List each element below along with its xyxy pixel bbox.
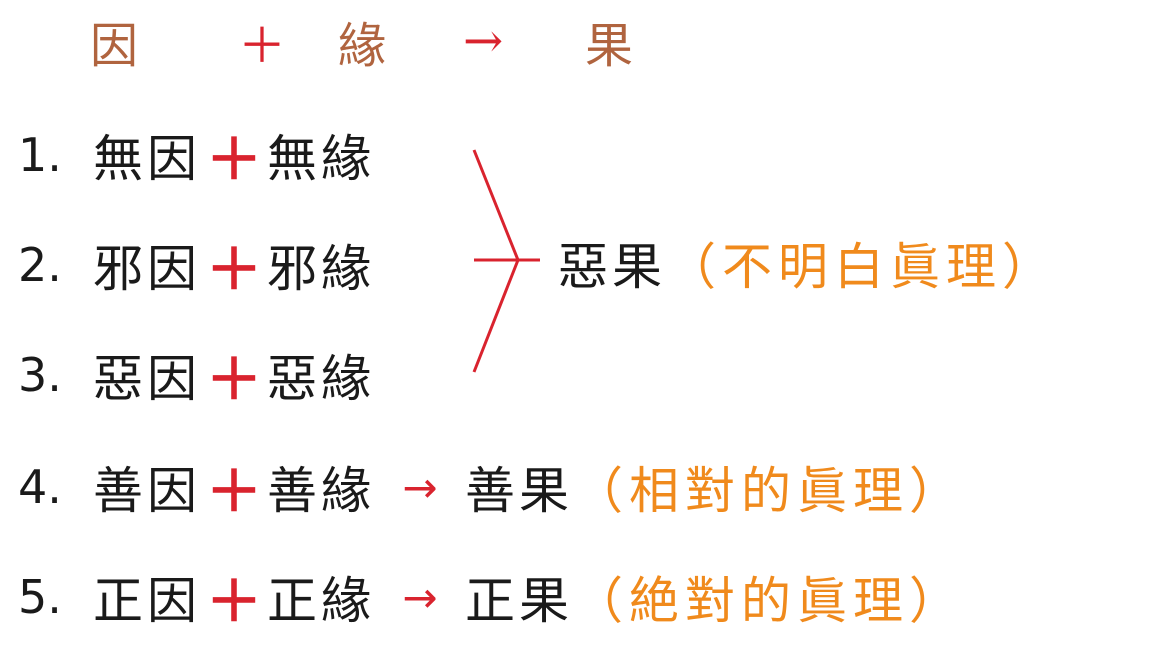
row-condition: 邪緣 bbox=[267, 240, 375, 298]
row-arrow: → bbox=[402, 572, 438, 622]
row-condition: 正緣 bbox=[267, 572, 375, 630]
row-1: 1. 無因 ＋ 無緣 bbox=[18, 120, 375, 193]
row-cause: 善因 bbox=[93, 462, 201, 520]
row-note: （相對的眞理） bbox=[573, 462, 965, 520]
header-cause: 因 bbox=[90, 18, 139, 74]
row-arrow: → bbox=[402, 462, 438, 512]
row-plus: ＋ bbox=[206, 347, 262, 413]
row-2: 2. 邪因 ＋ 邪緣 bbox=[18, 230, 375, 303]
row-number: 2. bbox=[18, 238, 62, 292]
row-result: 正果 bbox=[465, 572, 573, 630]
header-arrow: → bbox=[463, 13, 504, 69]
row-result: 善果 bbox=[465, 462, 573, 520]
row-cause: 邪因 bbox=[93, 240, 201, 298]
row-plus: ＋ bbox=[206, 237, 262, 303]
merge-bracket-arrow bbox=[472, 149, 540, 373]
row-number: 1. bbox=[18, 128, 62, 182]
row-condition: 無緣 bbox=[267, 130, 375, 188]
header-condition: 緣 bbox=[338, 18, 387, 74]
header-plus: ＋ bbox=[238, 18, 287, 74]
header-effect: 果 bbox=[585, 18, 634, 74]
row-number: 4. bbox=[18, 460, 62, 514]
formula-header: 因 ＋ 緣 → 果 bbox=[90, 6, 633, 76]
row-note: （絶對的眞理） bbox=[573, 572, 965, 630]
row-4: 4. 善因 ＋ 善緣 → 善果 （相對的眞理） bbox=[18, 452, 965, 525]
row-number: 5. bbox=[18, 570, 62, 624]
row-number: 3. bbox=[18, 348, 62, 402]
row-plus: ＋ bbox=[206, 459, 262, 525]
row-cause: 無因 bbox=[93, 130, 201, 188]
row-condition: 惡緣 bbox=[267, 350, 375, 408]
merged-result: 惡果 （不明白眞理） bbox=[558, 228, 1058, 298]
row-5: 5. 正因 ＋ 正緣 → 正果 （絶對的眞理） bbox=[18, 562, 965, 635]
row-condition: 善緣 bbox=[267, 462, 375, 520]
row-cause: 正因 bbox=[93, 572, 201, 630]
row-cause: 惡因 bbox=[93, 350, 201, 408]
merged-result-note: （不明白眞理） bbox=[666, 238, 1058, 296]
row-3: 3. 惡因 ＋ 惡緣 bbox=[18, 340, 375, 413]
row-plus: ＋ bbox=[206, 569, 262, 635]
merged-result-label: 惡果 bbox=[558, 238, 666, 296]
row-plus: ＋ bbox=[206, 127, 262, 193]
